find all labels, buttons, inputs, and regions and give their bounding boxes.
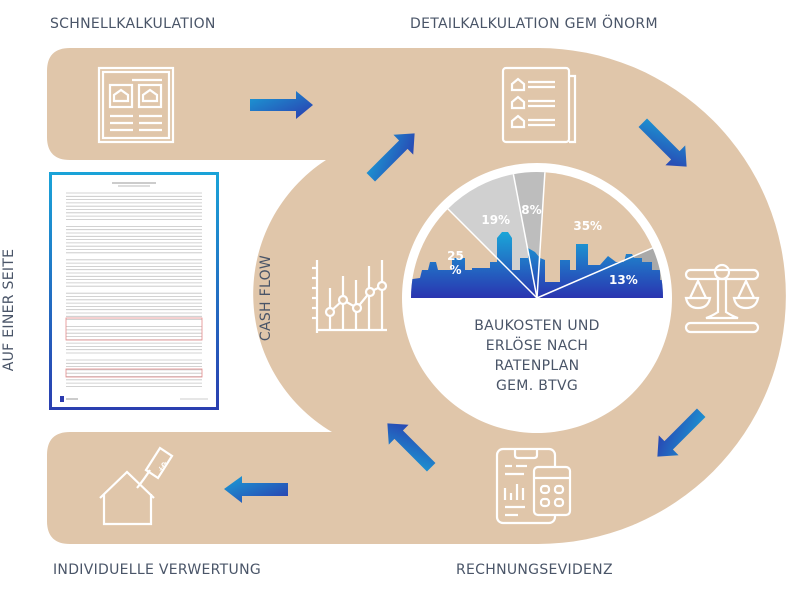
pie-divider [536,247,653,299]
step-label-individual-utilization: INDIVIDUELLE VERWERTUNG [53,562,261,578]
checklist-houses-icon [501,66,577,144]
arrow-up-right [366,133,415,182]
center-caption-line: ERLÖSE NACH [485,338,589,354]
step-label-quick-calculation: SCHNELLKALKULATION [50,16,216,32]
step-label-invoice-records: RECHNUNGSEVIDENZ [456,562,613,578]
step-label-cash-flow: CASH FLOW [258,254,274,342]
band-shape [47,48,786,544]
arrow-up-left [387,423,436,472]
arrow-left [224,476,288,503]
city-skyline [411,232,663,298]
arrow-right [250,91,313,119]
pie-label: 25% [447,249,464,277]
scales-icon [684,263,760,334]
pie-label: 13% [609,273,638,287]
report-thumbnail [60,182,208,402]
arrow-down-right [638,118,687,167]
pie-label: 8% [521,203,541,217]
pie-dividers [447,172,653,299]
line-chart-icon [312,260,388,333]
pie-divider [447,208,538,299]
center-caption: BAUKOSTEN UND ERLÖSE NACH RATENPLAN GEM.… [437,316,637,396]
document-houses-icon [97,66,175,144]
pie-label: 19% [481,213,510,227]
pie-divider [536,172,546,299]
label-on-one-page: AUF EINER SEITE [1,248,17,372]
one-page-report-preview[interactable] [49,172,219,410]
center-caption-line: GEM. BTVG [496,378,578,394]
pie-slice [447,174,537,298]
center-caption-line: BAUKOSTEN UND [474,318,600,334]
center-caption-line: RATENPLAN [494,358,580,374]
arrow-down-left [657,408,706,457]
step-label-detail-calculation: DETAILKALKULATION GEM ÖNORM [410,16,658,32]
pie-labels: 25% 19% 8% 35% 13% [447,203,638,287]
pie-divider [512,174,538,299]
pie-label: 35% [573,219,602,233]
calculator-phone-icon [495,447,572,525]
